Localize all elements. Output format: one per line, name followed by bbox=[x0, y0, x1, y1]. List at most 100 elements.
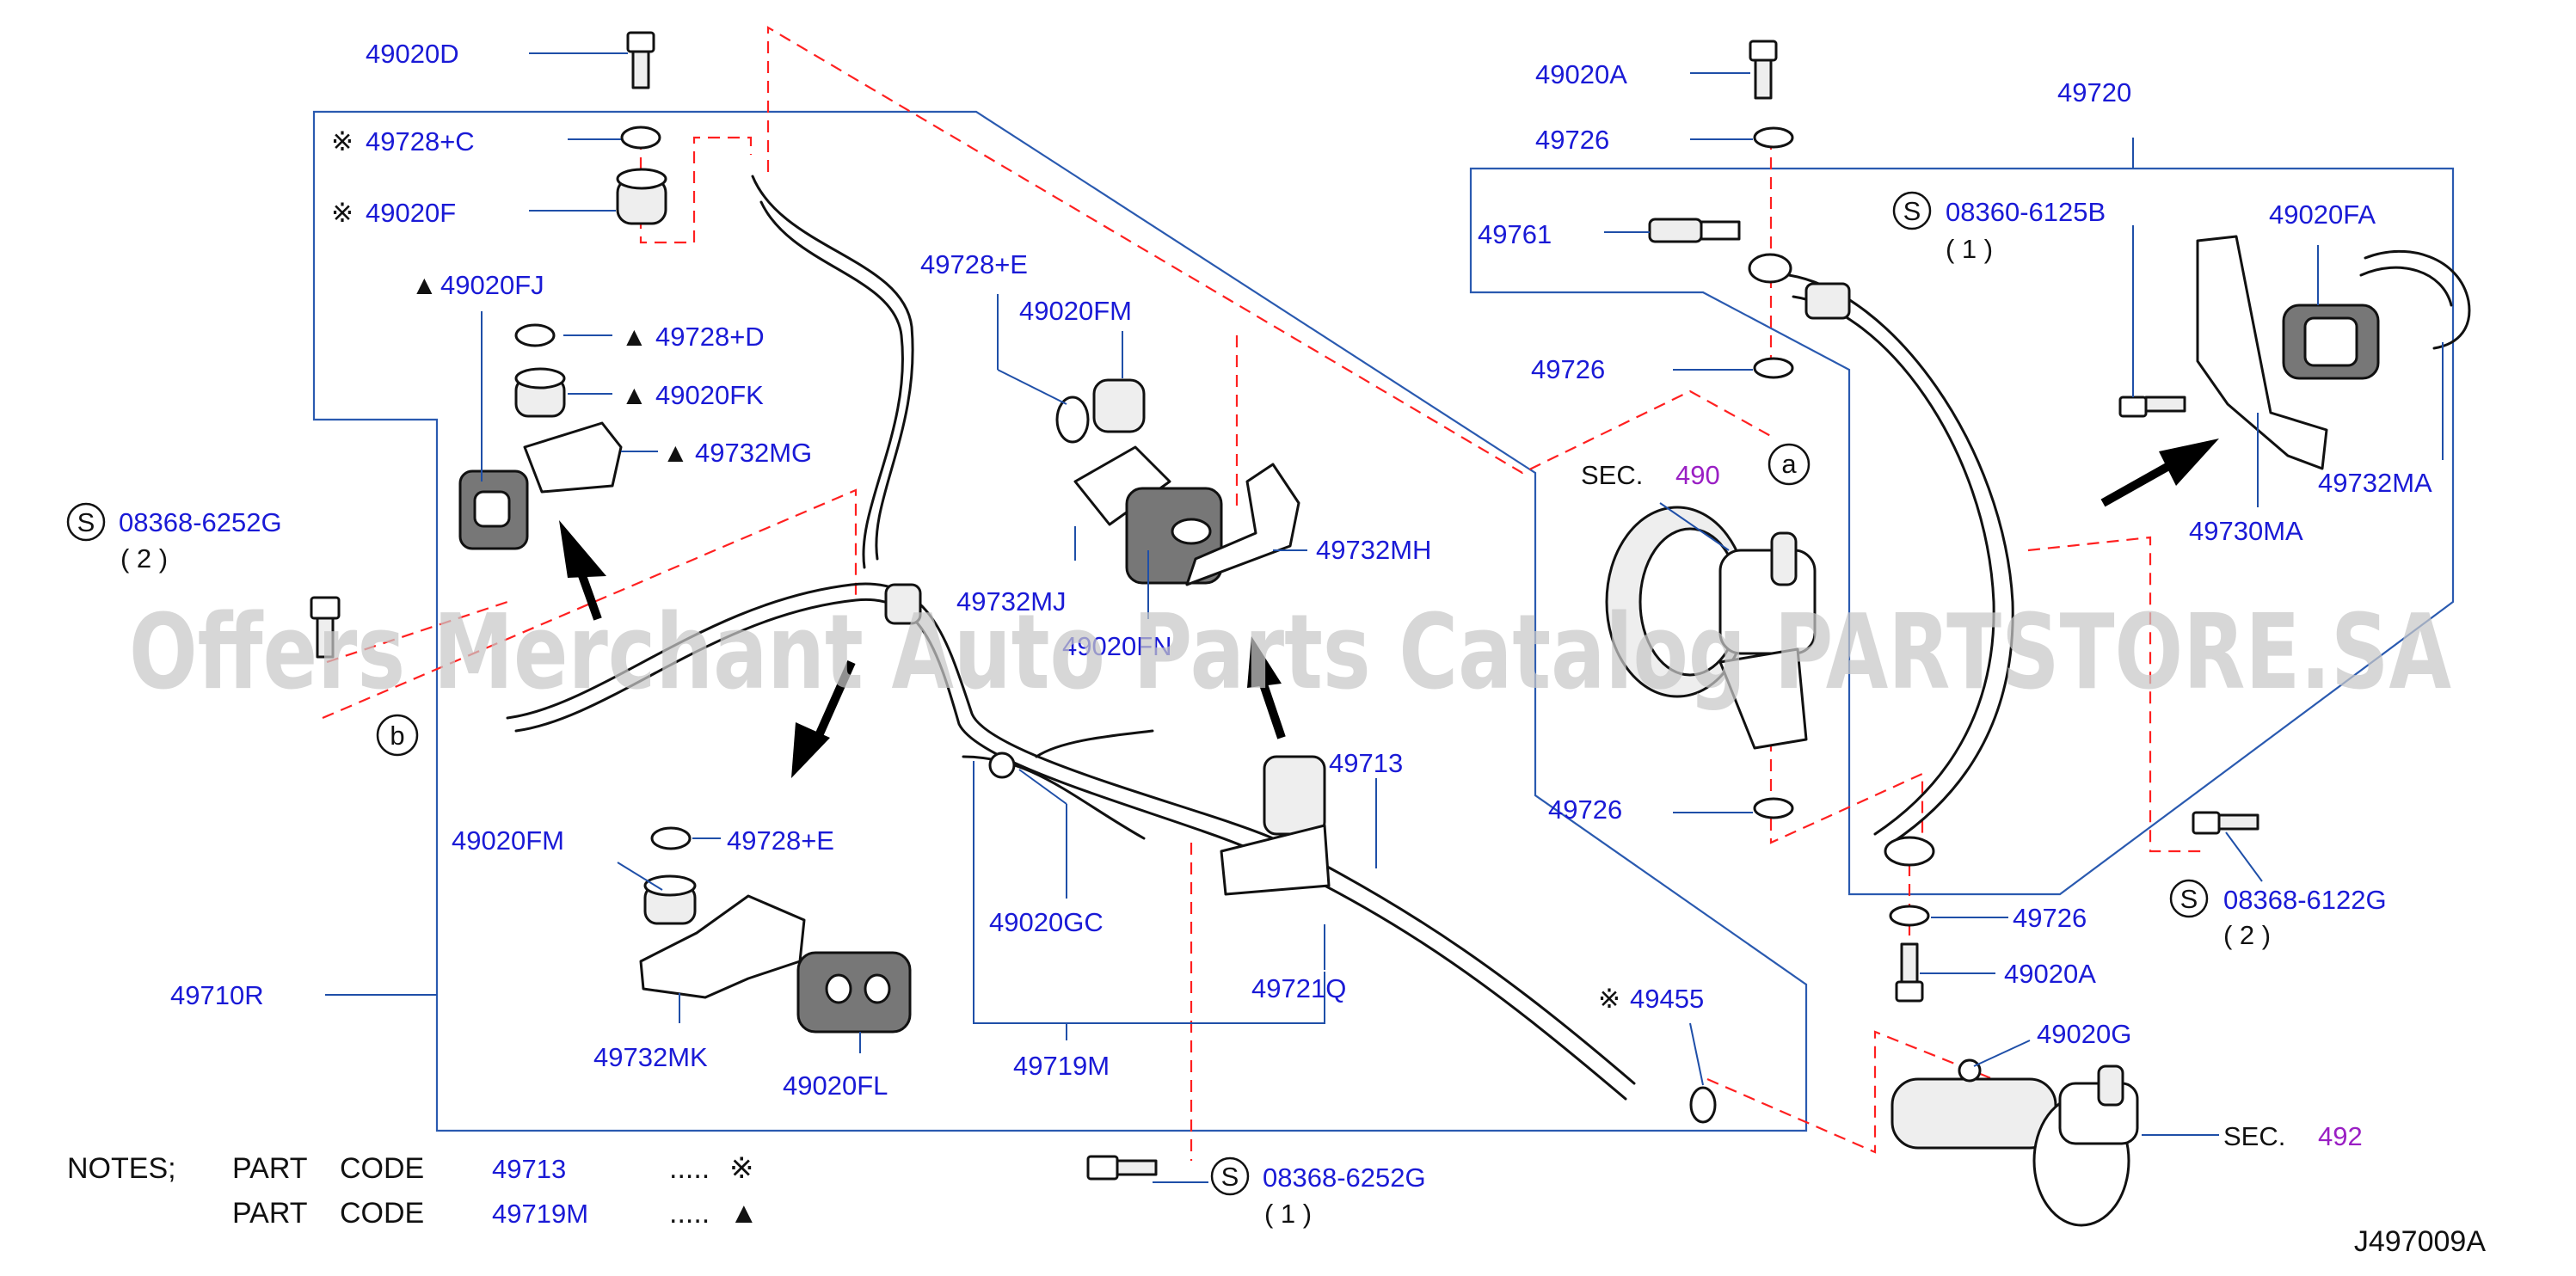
sec-label-490: SEC. bbox=[1581, 460, 1643, 490]
label-08368-6122G[interactable]: 08368-6122G bbox=[2223, 885, 2387, 915]
diagram-id: J497009A bbox=[2354, 1225, 2486, 1258]
svg-text:S: S bbox=[1221, 1162, 1239, 1192]
sec-ref-490[interactable]: 490 bbox=[1675, 460, 1720, 490]
notes-row-1-dots: ..... bbox=[669, 1152, 710, 1185]
label-49020F[interactable]: 49020F bbox=[366, 198, 456, 228]
label-49728C[interactable]: 49728+C bbox=[366, 126, 475, 156]
label-49732MK[interactable]: 49732MK bbox=[593, 1042, 708, 1072]
label-49726-3[interactable]: 49726 bbox=[1548, 794, 1622, 825]
notes-row-2-code[interactable]: 49719M bbox=[492, 1199, 588, 1229]
direction-arrows bbox=[559, 439, 2219, 778]
label-49455[interactable]: 49455 bbox=[1630, 984, 1704, 1014]
qty-right-top: ( 1 ) bbox=[1946, 234, 1993, 264]
pump-body-sec490 bbox=[1605, 506, 1817, 750]
bolt-49020A-bottom bbox=[1895, 942, 1924, 1003]
bolt-08368-6122G bbox=[2192, 811, 2259, 835]
label-49020FA[interactable]: 49020FA bbox=[2269, 199, 2376, 230]
bushing-49020FM-bottom bbox=[643, 874, 697, 925]
label-49726-2[interactable]: 49726 bbox=[1531, 354, 1605, 384]
callout-a: a bbox=[1768, 443, 1811, 486]
svg-text:b: b bbox=[390, 721, 404, 751]
bushing-49020FA bbox=[2282, 304, 2380, 380]
triangle-mark: ▲ bbox=[621, 322, 648, 352]
svg-text:S: S bbox=[2180, 884, 2198, 914]
label-49020FL[interactable]: 49020FL bbox=[783, 1070, 888, 1101]
label-08368-6252G-left[interactable]: 08368-6252G bbox=[119, 507, 282, 537]
notes-row-2-col1: PART bbox=[232, 1197, 308, 1230]
notes-row-2-col2: CODE bbox=[340, 1197, 424, 1230]
bushing-49020FM-top bbox=[1092, 378, 1146, 433]
label-49726-1[interactable]: 49726 bbox=[1535, 125, 1609, 155]
s-mark-right-bottom: S bbox=[2169, 879, 2209, 918]
notes-row-1-code[interactable]: 49713 bbox=[492, 1154, 566, 1184]
label-49020G[interactable]: 49020G bbox=[2037, 1019, 2131, 1049]
notes-row-2-dots: ..... bbox=[669, 1197, 710, 1230]
label-49020A-bottom[interactable]: 49020A bbox=[2004, 959, 2096, 989]
watermark: Offers Merchant Auto Parts Catalog PARTS… bbox=[129, 593, 2451, 713]
notes-row-1-col2: CODE bbox=[340, 1152, 424, 1185]
label-49020A-top[interactable]: 49020A bbox=[1535, 59, 1627, 89]
bracket-49730MA bbox=[2196, 235, 2328, 470]
notes-title: NOTES; bbox=[67, 1152, 176, 1185]
washer-49728E-top bbox=[1055, 396, 1090, 444]
label-49020D[interactable]: 49020D bbox=[366, 39, 459, 69]
svg-text:a: a bbox=[1781, 449, 1797, 479]
label-49719M[interactable]: 49719M bbox=[1013, 1051, 1110, 1081]
bolt-08368-6252G-bottom bbox=[1086, 1155, 1158, 1181]
gear-box-sec492 bbox=[1891, 1064, 2139, 1227]
qty-bottom: ( 1 ) bbox=[1264, 1199, 1312, 1229]
washer-49726-4 bbox=[1889, 905, 1930, 927]
label-49720[interactable]: 49720 bbox=[2057, 77, 2131, 107]
label-49761[interactable]: 49761 bbox=[1478, 219, 1552, 249]
label-49020FK[interactable]: 49020FK bbox=[655, 380, 764, 410]
label-08360-6125B[interactable]: 08360-6125B bbox=[1946, 197, 2106, 227]
label-49713[interactable]: 49713 bbox=[1329, 748, 1403, 778]
label-49728E-bottom[interactable]: 49728+E bbox=[727, 825, 834, 856]
label-49020FN[interactable]: 49020FN bbox=[1062, 631, 1172, 661]
bolt-49020D bbox=[626, 31, 655, 89]
label-49020FM-top[interactable]: 49020FM bbox=[1019, 296, 1132, 326]
label-49732MH[interactable]: 49732MH bbox=[1316, 535, 1431, 565]
label-49732MG[interactable]: 49732MG bbox=[695, 438, 812, 468]
rubber-mount-49020FL bbox=[796, 951, 912, 1034]
s-mark-left: S bbox=[66, 502, 106, 542]
sensor-49761 bbox=[1648, 218, 1741, 243]
label-49020FJ[interactable]: 49020FJ bbox=[440, 270, 544, 300]
label-49710R[interactable]: 49710R bbox=[170, 980, 264, 1010]
s-mark-bottom: S bbox=[1210, 1156, 1250, 1196]
clamp-49732MA bbox=[2359, 249, 2471, 350]
sec-label-492: SEC. bbox=[2223, 1121, 2285, 1151]
washer-49728C bbox=[620, 126, 661, 150]
bushing-49020F bbox=[616, 168, 667, 225]
label-08368-6252G-bottom[interactable]: 08368-6252G bbox=[1263, 1163, 1426, 1193]
label-49721Q[interactable]: 49721Q bbox=[1251, 973, 1346, 1003]
pressure-hose-49720 bbox=[1748, 253, 2014, 867]
assembly-boundary-49710R bbox=[312, 110, 1808, 1132]
qty-left: ( 2 ) bbox=[120, 543, 168, 574]
bolt-08360-6125B bbox=[2118, 396, 2186, 418]
bracket-49732MJ bbox=[1073, 445, 1300, 586]
washer-49726-1 bbox=[1753, 126, 1794, 149]
svg-text:S: S bbox=[1903, 196, 1921, 226]
label-49020GC[interactable]: 49020GC bbox=[989, 907, 1104, 937]
bolt-49020A-top bbox=[1749, 40, 1778, 100]
label-49726-4[interactable]: 49726 bbox=[2013, 903, 2087, 933]
sec-ref-492[interactable]: 492 bbox=[2318, 1121, 2363, 1151]
leader-lines bbox=[325, 52, 2444, 1183]
clamp-49732MG bbox=[458, 421, 623, 550]
note-mark: ※ bbox=[331, 126, 354, 156]
washer-49728D bbox=[514, 323, 556, 347]
label-49728D[interactable]: 49728+D bbox=[655, 322, 765, 352]
label-49728E-top[interactable]: 49728+E bbox=[920, 249, 1028, 279]
label-49730MA[interactable]: 49730MA bbox=[2189, 516, 2303, 546]
washer-49726-3 bbox=[1753, 797, 1794, 819]
label-49020FM-bottom[interactable]: 49020FM bbox=[452, 825, 564, 856]
label-49732MJ[interactable]: 49732MJ bbox=[956, 586, 1067, 617]
triangle-mark: ▲ bbox=[411, 270, 438, 300]
triangle-mark: ▲ bbox=[621, 380, 648, 410]
washer-49728E-bottom bbox=[650, 826, 692, 850]
s-mark-right-top: S bbox=[1892, 191, 1932, 230]
clip-49020GC bbox=[988, 729, 1154, 779]
label-49732MA[interactable]: 49732MA bbox=[2318, 468, 2432, 498]
